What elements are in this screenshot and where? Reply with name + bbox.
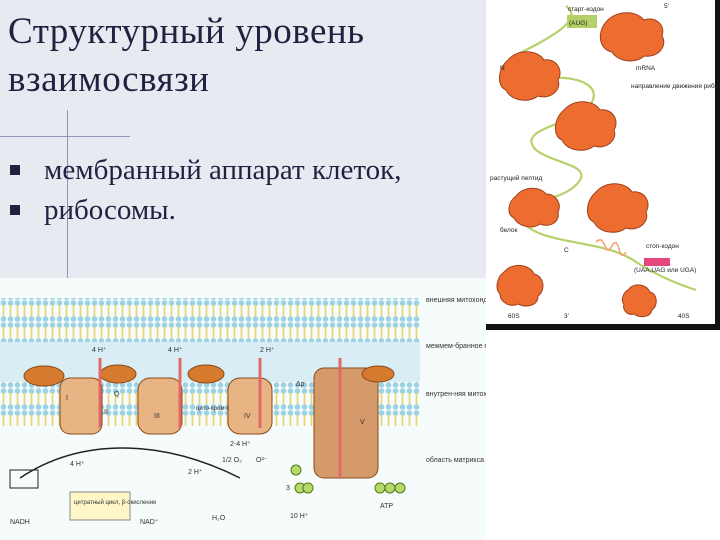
label-start-codon: старт-кодон — [568, 6, 604, 13]
bullet-list: мембранный аппарат клеток, рибосомы. — [8, 150, 402, 230]
label-delta-p: Δp — [296, 381, 305, 388]
label-complex-v: V — [360, 419, 365, 426]
label-nad: NAD⁺ — [140, 518, 159, 526]
label-mrna: mRNA — [636, 65, 656, 72]
electron-flow — [19, 447, 241, 479]
ribosome-diagram: старт-кодон (AUG) 5' mRNA направление дв… — [486, 0, 720, 330]
slide-background — [0, 0, 486, 278]
label-half-o2: 1/2 O₂ — [222, 457, 242, 464]
ribosome-group — [496, 12, 665, 318]
label-h2o: H₂O — [212, 515, 226, 522]
label-c-terminus: C — [564, 247, 569, 254]
nadh-carrier — [9, 469, 39, 489]
label-direction: направление движения рибосомы — [631, 82, 720, 90]
label-h10: 10 H⁺ — [290, 512, 309, 520]
label-five-prime: 5' — [664, 3, 669, 10]
label-cytochrome: цито-хром с — [196, 406, 229, 412]
label-protein: белок — [500, 226, 518, 234]
proton-arrows — [98, 358, 342, 478]
label-stop-codon-seq: (UAA,UAG или UGA) — [634, 267, 696, 274]
label-atp: ATP — [380, 503, 393, 510]
outer-membrane — [0, 298, 420, 342]
label-complex-iii: III — [154, 413, 160, 420]
bullet-item: мембранный аппарат клеток, — [8, 150, 402, 190]
bullet-item: рибосомы. — [8, 190, 402, 230]
label-outer-membrane: внешняя митохонд-риальная мембрана — [426, 296, 486, 304]
label-60s: 60S — [508, 313, 520, 320]
label-40s: 40S — [678, 313, 690, 320]
label-start-codon-seq: (AUG) — [569, 20, 587, 27]
label-inner-membrane: внутрен-няя митохонд-риальная мембрана — [426, 390, 486, 398]
protein-chain — [595, 239, 627, 257]
start-codon-box — [567, 15, 597, 28]
label-cycle: цитратный цикл, β-окисление — [74, 499, 157, 506]
label-complex-ii: II — [104, 409, 108, 416]
label-h4-a: 4 H⁺ — [92, 346, 107, 354]
label-h24: 2-4 H⁺ — [230, 440, 251, 448]
bullet-square-icon — [10, 205, 20, 215]
label-h2-bottom: 2 H⁺ — [188, 468, 203, 476]
slide-title: Структурный уровень взаимосвязи — [8, 11, 365, 100]
decorative-line-horizontal — [0, 136, 130, 137]
mitochondria-diagram: внешняя митохонд-риальная мембрана межме… — [0, 278, 486, 540]
label-intermembrane: межмем-бранное простран-ство — [426, 342, 486, 350]
label-h4-b: 4 H⁺ — [168, 346, 183, 354]
bullet-square-icon — [10, 165, 20, 175]
label-matrix: область матрикса — [426, 456, 484, 464]
citrate-cycle-box — [69, 491, 131, 521]
label-complex-iv: IV — [244, 413, 251, 420]
label-growing-peptide: растущий пептид — [490, 174, 542, 182]
label-three-prime: 3' — [564, 313, 569, 320]
label-complex-i: I — [66, 395, 68, 402]
label-h4-bottom: 4 H⁺ — [70, 460, 85, 468]
decorative-line-vertical — [67, 110, 68, 280]
bullet-text: рибосомы. — [44, 194, 176, 226]
stop-codon-box — [644, 258, 670, 266]
label-nadh: NADH — [10, 519, 30, 526]
label-p3: 3 — [286, 485, 290, 492]
phosphate-group — [290, 464, 406, 494]
label-n-terminus: N — [500, 65, 505, 72]
label-stop-codon: стоп-кодон — [646, 243, 679, 250]
label-h2-top: 2 H⁺ — [260, 346, 275, 354]
label-o2-minus: O²⁻ — [256, 457, 268, 464]
label-q: Q — [114, 391, 120, 398]
bullet-text: мембранный аппарат клеток, — [44, 154, 402, 186]
